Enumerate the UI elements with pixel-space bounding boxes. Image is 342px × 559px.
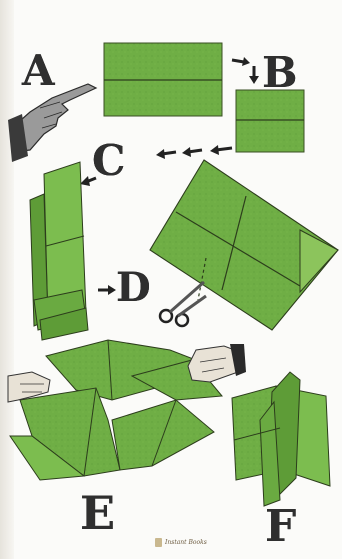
step-label-c: C <box>92 136 127 185</box>
publisher-logo-icon <box>155 538 162 547</box>
scissors-icon <box>158 280 207 328</box>
step-d-sheet <box>149 159 339 331</box>
arrow-icon <box>231 57 259 84</box>
arrow-icon <box>98 285 116 295</box>
pointing-hand-icon <box>8 83 98 162</box>
step-c-accordion <box>29 161 89 341</box>
step-label-d: D <box>116 264 152 311</box>
arrow-icon <box>80 145 233 186</box>
step-a-sheet <box>103 42 223 117</box>
step-label-e: E <box>80 486 117 540</box>
step-label-a: A <box>22 46 56 95</box>
step-e-star <box>9 339 223 481</box>
step-b-sheet <box>235 89 305 153</box>
publisher-mark-text: Instant Books <box>165 539 207 546</box>
hand-icon <box>7 371 51 403</box>
step-label-b: B <box>262 48 299 97</box>
publisher-mark: Instant Books <box>155 538 207 547</box>
step-label-f: F <box>265 501 298 552</box>
hand-icon <box>187 344 246 383</box>
step-f-book <box>231 371 331 507</box>
